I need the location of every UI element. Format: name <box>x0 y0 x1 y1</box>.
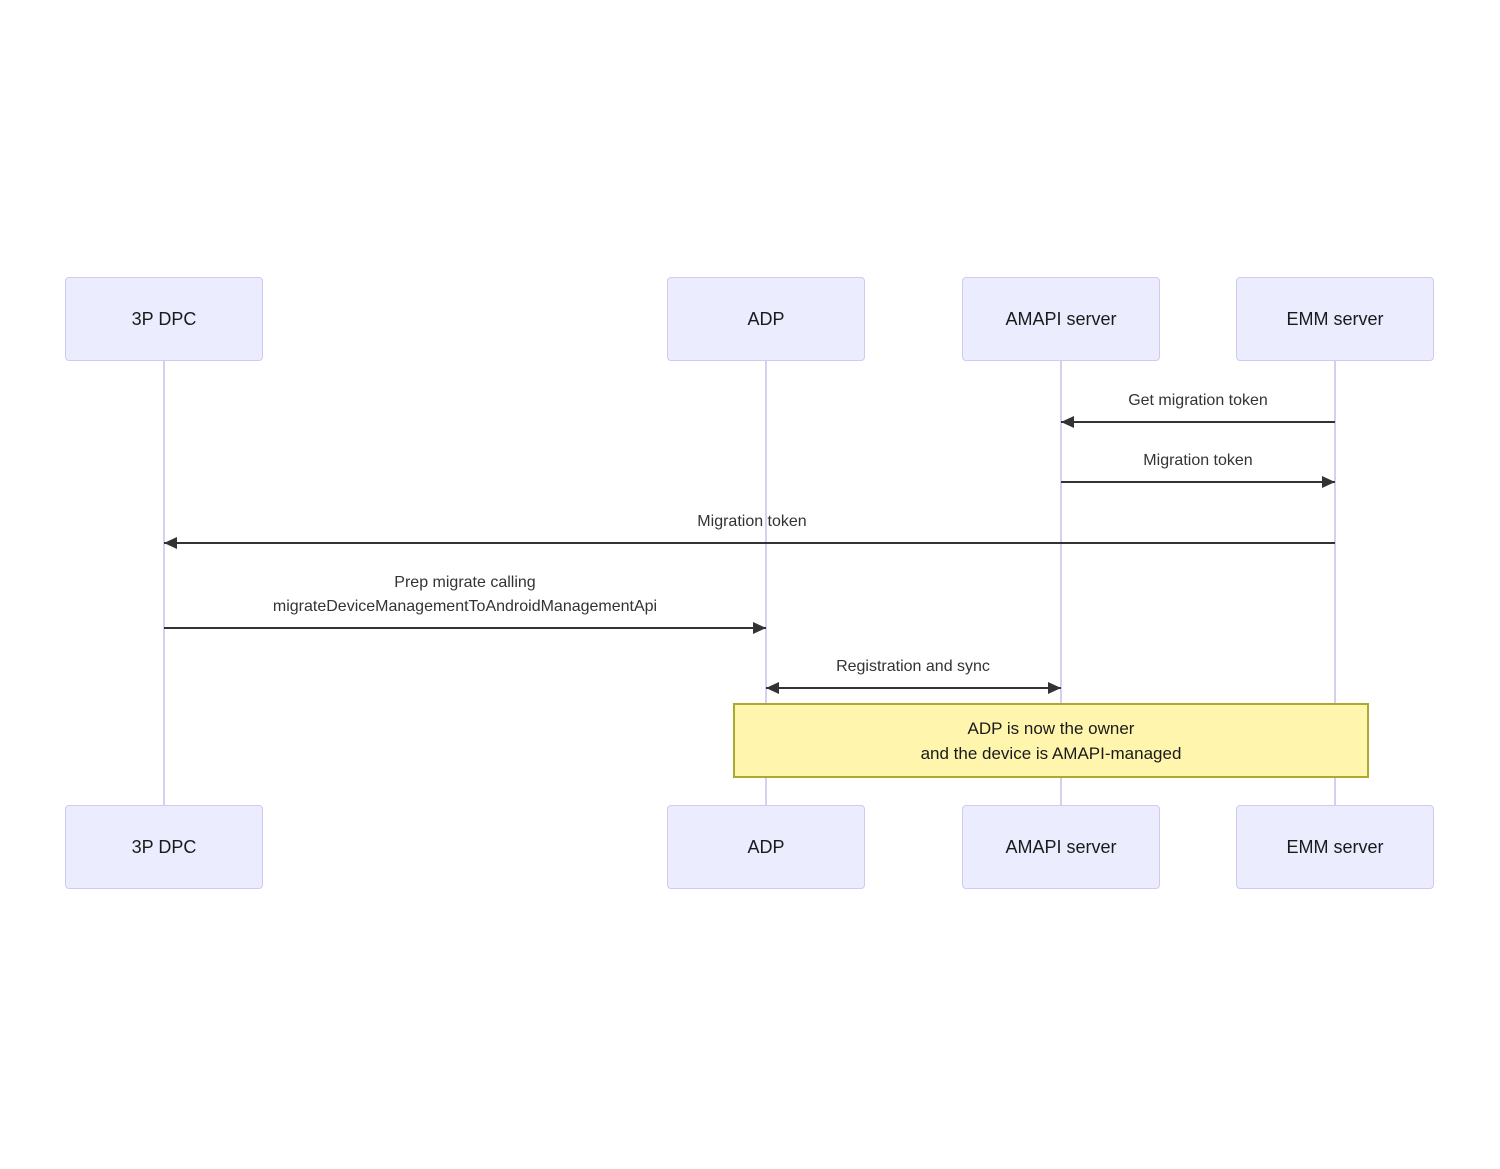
arrowhead-left-icon <box>164 537 177 549</box>
actor-label: ADP <box>747 836 785 857</box>
actor-bottom-amapi-server: AMAPI server <box>962 805 1160 889</box>
actor-label: EMM server <box>1286 308 1384 329</box>
arrowhead-right-icon <box>753 622 766 634</box>
arrowhead-left-icon <box>1061 416 1074 428</box>
actor-bottom-adp: ADP <box>667 805 865 889</box>
message-line <box>766 687 1061 689</box>
actor-bottom-3p-dpc: 3P DPC <box>65 805 263 889</box>
actor-bottom-emm-server: EMM server <box>1236 805 1434 889</box>
note-line-2: and the device is AMAPI-managed <box>920 743 1182 763</box>
message-label-get-migration-token: Get migration token <box>1128 392 1268 409</box>
actor-top-emm-server: EMM server <box>1236 277 1434 361</box>
message-label-prep-migrate-line1: Prep migrate calling <box>394 574 536 591</box>
arrowhead-left-icon <box>766 682 779 694</box>
lifeline-3p-dpc <box>163 361 165 805</box>
actor-label: AMAPI server <box>1005 308 1117 329</box>
actor-top-adp: ADP <box>667 277 865 361</box>
lifeline-adp <box>765 361 767 805</box>
message-line <box>1061 421 1335 423</box>
actor-label: 3P DPC <box>131 836 197 857</box>
arrowhead-right-icon <box>1322 476 1335 488</box>
lifeline-amapi-server <box>1060 361 1062 805</box>
actor-label: EMM server <box>1286 836 1384 857</box>
actor-top-3p-dpc: 3P DPC <box>65 277 263 361</box>
lifeline-emm-server <box>1334 361 1336 805</box>
message-label-migration-token-long: Migration token <box>697 513 807 530</box>
actor-label: 3P DPC <box>131 308 197 329</box>
message-label-migration-token: Migration token <box>1143 452 1253 469</box>
message-line <box>1061 481 1335 483</box>
arrowhead-right-icon <box>1048 682 1061 694</box>
note-line-1: ADP is now the owner <box>967 718 1135 738</box>
actor-label: AMAPI server <box>1005 836 1117 857</box>
message-label-prep-migrate-line2: migrateDeviceManagementToAndroidManageme… <box>272 598 658 615</box>
actor-label: ADP <box>747 308 785 329</box>
note-adp-owner: ADP is now the owner and the device is A… <box>733 703 1369 778</box>
message-line <box>164 542 1335 544</box>
message-line <box>164 627 766 629</box>
message-label-registration-and-sync: Registration and sync <box>836 658 990 675</box>
actor-top-amapi-server: AMAPI server <box>962 277 1160 361</box>
